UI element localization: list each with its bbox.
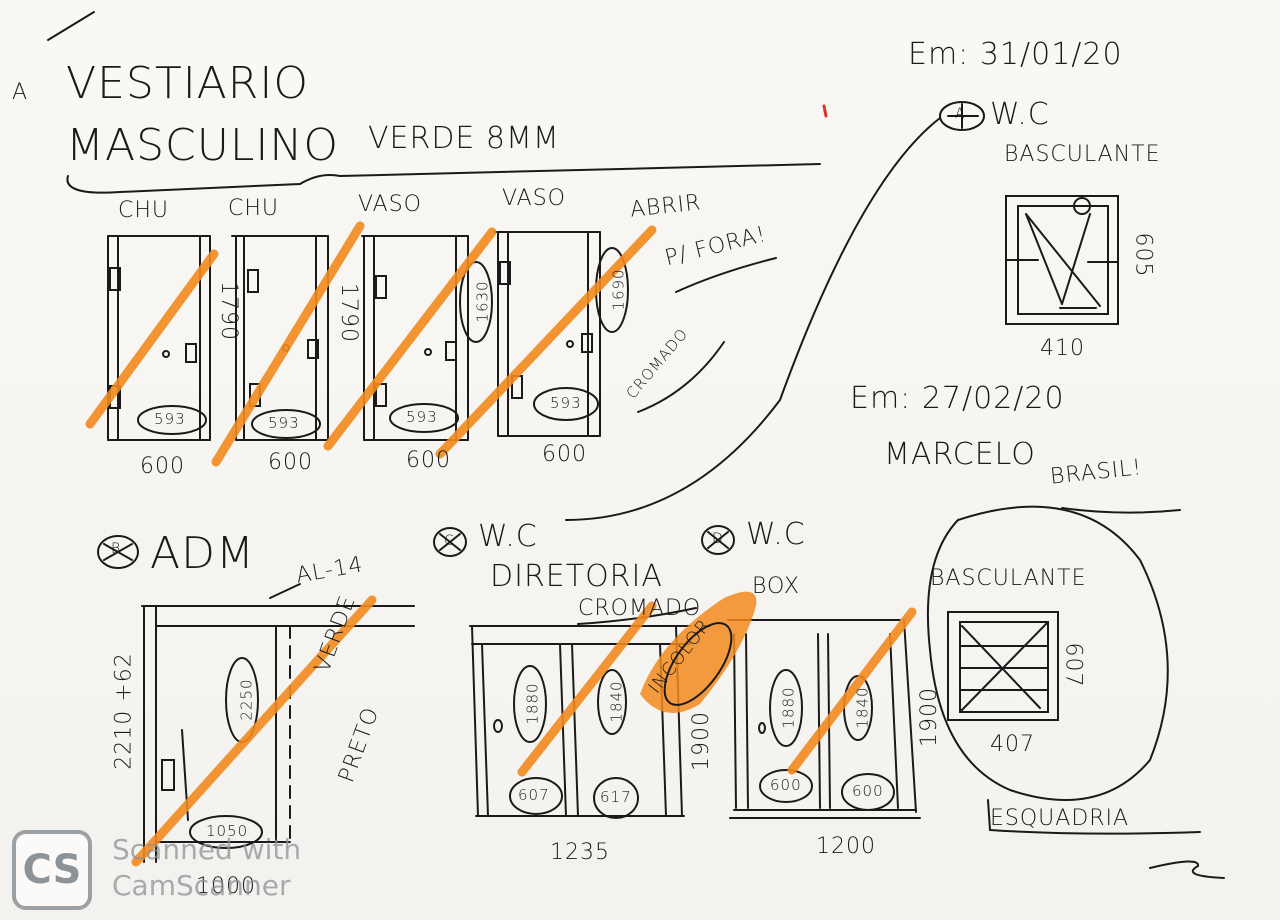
basculante-2-width: 407: [990, 732, 1035, 757]
wc-basculante-marker: A: [955, 106, 966, 122]
wc-box-panel-width-2: 600: [852, 782, 884, 800]
vestiario-door-4-outline: [493, 231, 601, 437]
adm-door-outline: [97, 535, 415, 863]
camscanner-text: Scanned with CamScanner: [112, 833, 302, 902]
door-2-sill: 593: [268, 414, 300, 432]
wc-box-panel-width-1: 600: [770, 776, 802, 794]
wc-box-outline: [701, 525, 921, 819]
basculante-2-outline: [927, 505, 1201, 835]
door-3-sill: 593: [406, 408, 438, 426]
wc-box-marker: D: [712, 531, 724, 547]
wc-diretoria-title-line1: W.C: [478, 519, 538, 554]
wc-diretoria-total-width: 1235: [550, 840, 610, 865]
wc-basculante-width: 410: [1040, 336, 1085, 361]
wc-diretoria-finish: CROMADO: [578, 596, 702, 621]
date-mid: Em: 27/02/20: [850, 381, 1065, 416]
basculante-2-height: 607: [1060, 642, 1086, 688]
wc-basculante-title: W.C: [990, 97, 1050, 132]
adm-door-height: 2250: [237, 678, 256, 721]
door-4-width: 600: [542, 442, 587, 467]
wc-diretoria-panel-width-1: 607: [518, 786, 550, 804]
adm-height: 2210 +62: [111, 652, 137, 770]
door-4-sill: 593: [550, 394, 582, 412]
door-2-label: CHU: [228, 196, 280, 221]
adm-leaf-width: 1050: [206, 822, 249, 840]
camscanner-logo-icon: CS: [12, 830, 92, 910]
wc-diretoria-panel-height-1: 1880: [523, 682, 542, 725]
wc-basculante-outline: [939, 101, 1119, 325]
camscanner-watermark: CS Scanned with CamScanner: [8, 826, 338, 912]
wc-box-total-width: 1200: [816, 834, 876, 859]
wc-diretoria-marker: C: [444, 533, 455, 549]
vestiario-title-line2: MASCULINO: [66, 120, 339, 171]
wc-basculante-subtitle: BASCULANTE: [1004, 142, 1161, 167]
wc-diretoria-title-line2: DIRETORIA: [490, 559, 663, 594]
adm-total-width: 1000: [196, 874, 256, 899]
wc-diretoria-panel-width-2: 617: [600, 788, 632, 806]
incolor-highlight: [640, 591, 757, 713]
wc-box-panel-height-2: 1840: [853, 686, 872, 729]
basculante-2-title: BASCULANTE: [930, 566, 1087, 591]
door-3-height: 1630: [473, 280, 492, 323]
date-top: Em: 31/01/20: [908, 37, 1123, 72]
door-2-width: 600: [268, 450, 313, 475]
door-3-label: VASO: [358, 192, 422, 217]
wc-box-subtitle: BOX: [752, 574, 800, 599]
vestiario-title-line1: VESTIARIO: [66, 58, 309, 109]
adm-title: ADM: [150, 528, 255, 579]
adm-marker: B: [111, 541, 122, 557]
wc-box-side-height: 1900: [917, 687, 942, 747]
door-4-label: VASO: [502, 186, 566, 211]
highlighter-strokes: [85, 221, 917, 867]
author-name: MARCELO: [884, 437, 1036, 472]
wc-diretoria-side-height: 1900: [689, 711, 714, 771]
basculante-2-note: ESQUADRIA: [990, 806, 1130, 831]
vestiario-marker: A: [12, 80, 29, 105]
vestiario-glass-spec: VERDE 8MM: [368, 121, 560, 156]
wc-diretoria-panel-height-2: 1840: [607, 680, 626, 723]
wc-box-panel-height-1: 1880: [779, 686, 798, 729]
door-1-height: 1790: [216, 281, 241, 341]
door-4-height: 1690: [609, 268, 628, 311]
wc-box-title: W.C: [746, 517, 806, 552]
door-3-width: 600: [406, 448, 451, 473]
wc-basculante-height: 605: [1130, 232, 1156, 278]
door-1-label: CHU: [118, 198, 170, 223]
door-2-height: 1790: [336, 283, 361, 343]
door-1-width: 600: [140, 454, 185, 479]
door-1-sill: 593: [154, 410, 186, 428]
